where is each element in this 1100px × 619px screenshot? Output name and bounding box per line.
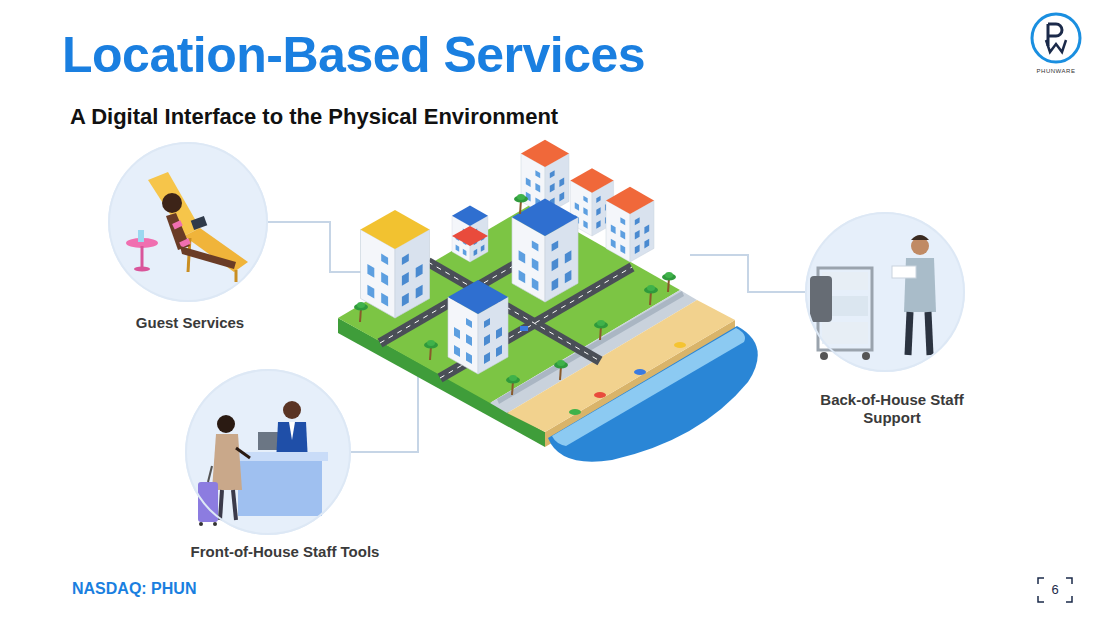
circle-label: Guest Services [70, 314, 310, 332]
subtitle: A Digital Interface to the Physical Envi… [70, 104, 558, 130]
service-circle: Front-of-House Staff Tools [185, 369, 351, 535]
circle-label: Front-of-House Staff Tools [155, 543, 415, 561]
page-number: 6 [1040, 582, 1070, 598]
service-circle: Guest Services [108, 142, 268, 302]
ticker: NASDAQ: PHUN [72, 580, 196, 598]
circle-outline [805, 212, 965, 372]
slide-title: Location-Based Services [62, 26, 645, 84]
logo-wordmark: PHUNWARE [1030, 68, 1082, 74]
circle-label: Back-of-House Staff Support [817, 391, 967, 427]
circle-outline [185, 369, 351, 535]
circle-outline [108, 142, 268, 302]
service-circle: Back-of-House Staff Support [805, 212, 965, 372]
